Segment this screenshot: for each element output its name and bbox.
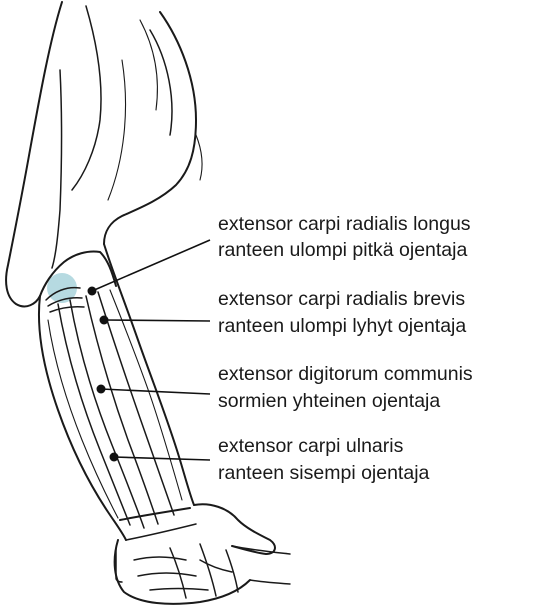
- label-4-latin: extensor carpi ulnaris: [218, 435, 404, 457]
- forearm-outline-left: [39, 296, 126, 540]
- wrist-band-top: [120, 508, 190, 520]
- label-2-finnish: ranteen ulompi lyhyt ojentaja: [218, 315, 466, 337]
- upper-arm-hatch-3: [196, 135, 202, 180]
- marker-dot-3: [97, 385, 106, 394]
- muscle-belly-2: [70, 300, 144, 528]
- muscle-belly-6: [48, 320, 118, 518]
- upper-arm-fold: [72, 6, 101, 190]
- label-4-finnish: ranteen sisempi ojentaja: [218, 462, 430, 484]
- upper-arm-outline-right: [104, 12, 196, 244]
- marker-dot-1: [88, 287, 97, 296]
- marker-dot-4: [110, 453, 119, 462]
- leader-line-2: [104, 320, 210, 321]
- forearm-outline-right: [104, 244, 194, 505]
- muscle-belly-4: [98, 292, 174, 515]
- muscle-belly-3: [86, 296, 158, 524]
- label-3-latin: extensor digitorum communis: [218, 363, 473, 385]
- label-2-latin: extensor carpi radialis brevis: [218, 288, 465, 310]
- upper-arm-hatch-1: [140, 20, 157, 110]
- label-1-latin: extensor carpi radialis longus: [218, 213, 471, 235]
- upper-arm-outline-inner: [52, 70, 62, 268]
- wrist-band-bottom: [126, 524, 196, 540]
- upper-arm-hatch-2: [108, 60, 126, 200]
- leader-line-4: [114, 457, 210, 460]
- label-1-finnish: ranteen ulompi pitkä ojentaja: [218, 239, 467, 261]
- upper-arm-crease: [150, 30, 172, 135]
- label-3-finnish: sormien yhteinen ojentaja: [218, 390, 440, 412]
- labels: extensor carpi radialis longus ranteen u…: [218, 213, 473, 484]
- marker-dot-2: [100, 316, 109, 325]
